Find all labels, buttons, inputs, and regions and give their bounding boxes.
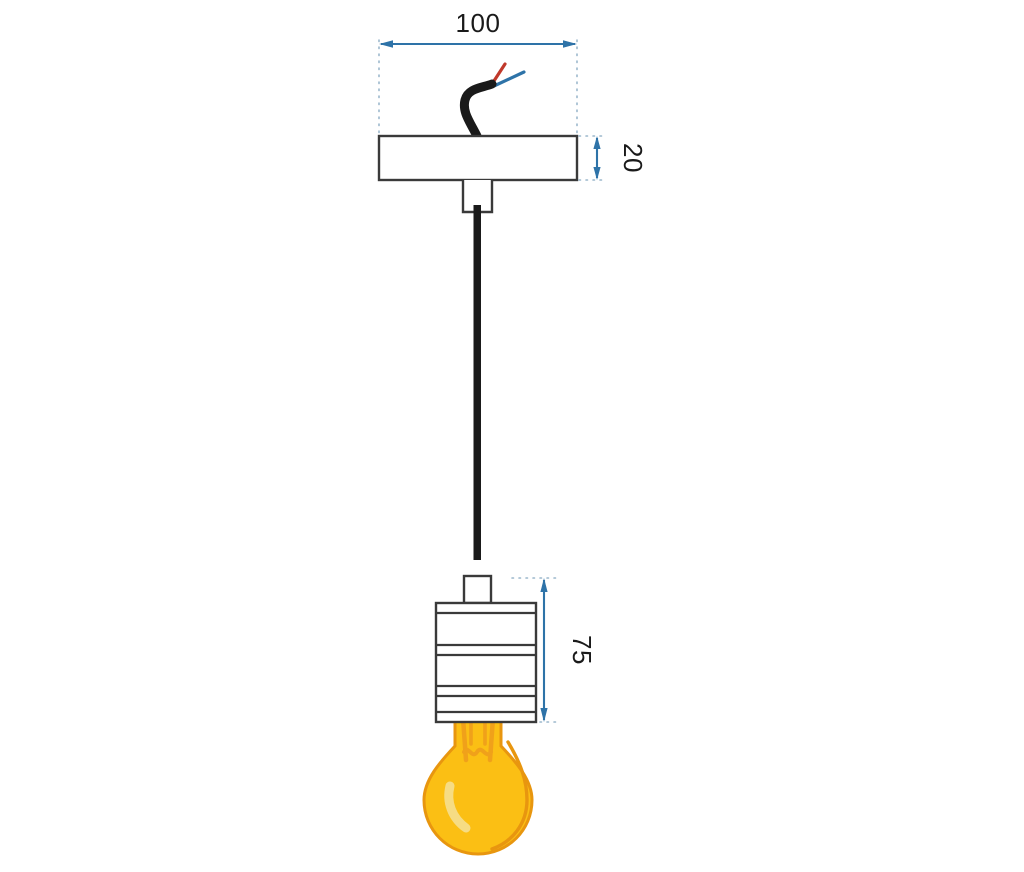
- arrowhead-left-icon: [379, 40, 393, 48]
- arrowhead-up-icon: [540, 578, 548, 592]
- light-bulb: [422, 714, 534, 856]
- holder-collar: [462, 574, 493, 605]
- holder-collar-body: [462, 574, 493, 605]
- arrowhead-up-icon: [593, 136, 601, 149]
- dimension-label-width: 100: [456, 8, 501, 38]
- dimension-label-plate-height: 20: [618, 143, 648, 173]
- bulb-highlight: [444, 781, 471, 833]
- arrowhead-down-icon: [593, 167, 601, 180]
- arrowhead-down-icon: [540, 708, 548, 722]
- supply-cable-upper: [459, 79, 497, 141]
- wire-neutral-blue: [492, 70, 526, 88]
- arrowhead-right-icon: [563, 40, 577, 48]
- filament-coil: [462, 747, 493, 757]
- lamp-holder: [434, 601, 538, 724]
- lamp-holder-body: [434, 601, 538, 724]
- dimension-width-100: 100: [378, 8, 578, 137]
- hanging-cable-body: [473, 205, 481, 560]
- dimension-label-holder-height: 75: [567, 635, 597, 665]
- stripped-wires: [490, 62, 526, 88]
- hanging-cable: [473, 205, 481, 560]
- dimension-plate-height-20: 20: [578, 135, 648, 181]
- ceiling-plate: [377, 134, 579, 182]
- ceiling-plate-body: [377, 134, 579, 182]
- bulb-shading-arc: [490, 740, 529, 851]
- cable-curve: [459, 79, 497, 141]
